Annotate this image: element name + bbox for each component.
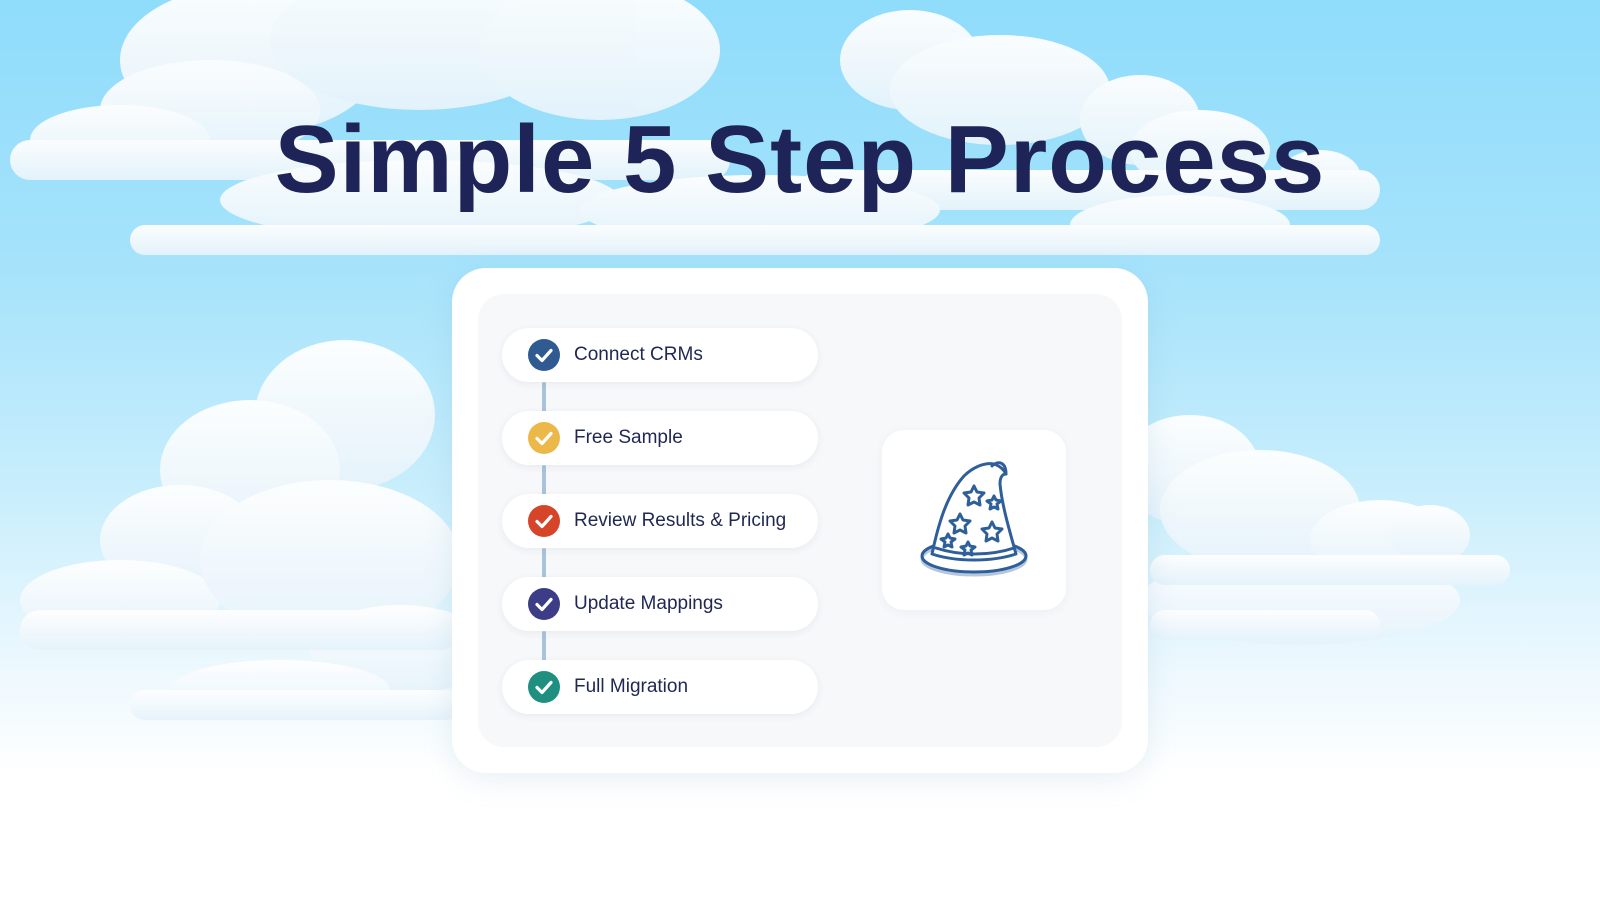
wizard-hat-tile	[882, 430, 1066, 610]
step-item-full-migration[interactable]: Full Migration	[502, 660, 818, 714]
step-connector	[542, 382, 546, 412]
checkmark-icon	[528, 588, 560, 620]
checkmark-icon	[528, 339, 560, 371]
step-item-update-mappings[interactable]: Update Mappings	[502, 577, 818, 631]
process-card: Connect CRMs Free Sample Review Results …	[452, 268, 1148, 773]
step-label: Review Results & Pricing	[574, 510, 787, 531]
step-connector	[542, 631, 546, 661]
checkmark-icon	[528, 671, 560, 703]
step-item-connect-crms[interactable]: Connect CRMs	[502, 328, 818, 382]
step-label: Full Migration	[574, 676, 689, 697]
step-item-review-results-pricing[interactable]: Review Results & Pricing	[502, 494, 818, 548]
step-connector	[542, 548, 546, 578]
step-label: Connect CRMs	[574, 344, 703, 365]
page-title: Simple 5 Step Process	[274, 106, 1326, 213]
checkmark-icon	[528, 505, 560, 537]
process-card-inner: Connect CRMs Free Sample Review Results …	[478, 294, 1122, 747]
step-list: Connect CRMs Free Sample Review Results …	[502, 328, 822, 718]
checkmark-icon	[528, 422, 560, 454]
step-label: Free Sample	[574, 427, 683, 448]
wizard-hat-icon	[920, 461, 1028, 577]
step-label: Update Mappings	[574, 593, 723, 614]
step-connector	[542, 465, 546, 495]
step-item-free-sample[interactable]: Free Sample	[502, 411, 818, 465]
